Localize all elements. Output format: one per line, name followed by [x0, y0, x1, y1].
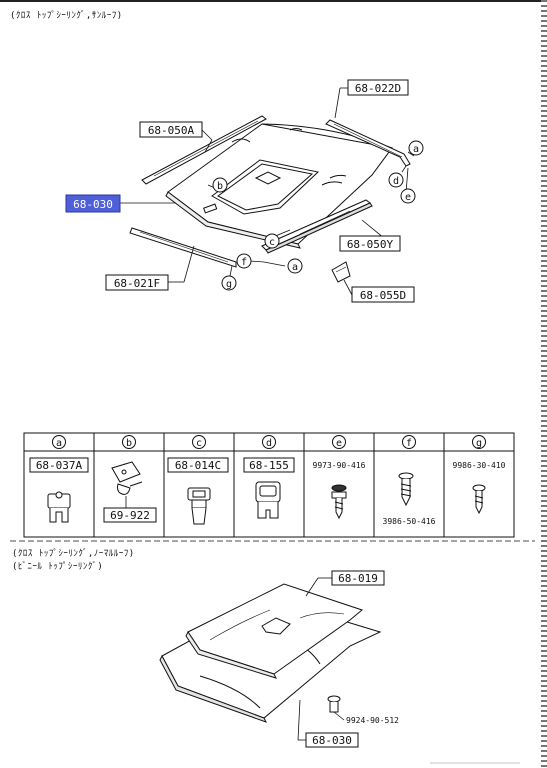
callout-e-upper: e — [400, 188, 416, 204]
svg-text:68-014C: 68-014C — [175, 459, 221, 472]
svg-text:68-037A: 68-037A — [36, 459, 83, 472]
label-050Y: 68-050Y — [339, 235, 401, 252]
table-header-c: c — [192, 435, 206, 449]
cell-g-part-number: 9986-30-410 — [453, 461, 506, 470]
svg-text:a: a — [56, 438, 62, 449]
table-header-a: a — [52, 435, 66, 449]
table-header-e: e — [332, 435, 346, 449]
svg-text:68-055D: 68-055D — [360, 289, 406, 302]
svg-text:f: f — [406, 438, 412, 449]
svg-text:d: d — [266, 438, 272, 449]
svg-text:c: c — [269, 237, 275, 248]
callout-a-upper-right: a — [408, 140, 424, 156]
svg-text:68-022D: 68-022D — [355, 82, 401, 95]
cell-e-part-number: 9973-90-416 — [313, 461, 366, 470]
callout-b-upper: b — [212, 177, 228, 193]
screw-f-drawing — [398, 472, 414, 507]
callout-g-upper: g — [221, 275, 237, 291]
table-header-d: d — [262, 435, 276, 449]
svg-text:68-050A: 68-050A — [148, 124, 195, 137]
svg-text:68-030: 68-030 — [73, 198, 113, 211]
svg-text:68-019: 68-019 — [338, 572, 378, 585]
svg-text:f: f — [241, 257, 247, 268]
table-header-f: f — [402, 435, 416, 449]
callout-a-upper-bottom: a — [287, 258, 303, 274]
label-030-lower: 68-030 — [305, 732, 359, 748]
svg-text:69-922: 69-922 — [110, 509, 150, 522]
svg-text:a: a — [413, 144, 419, 155]
svg-text:c: c — [196, 438, 202, 449]
clip-c-drawing — [187, 487, 211, 525]
fastener-table — [23, 432, 515, 538]
clip-a-drawing — [47, 491, 71, 523]
svg-text:68-050Y: 68-050Y — [347, 238, 394, 251]
rail-050A — [141, 115, 267, 185]
svg-text:68-155: 68-155 — [249, 459, 289, 472]
svg-text:b: b — [126, 438, 132, 449]
page-edge — [541, 0, 547, 768]
rail-021F — [129, 227, 237, 268]
svg-text:d: d — [393, 176, 399, 187]
lower-leader-lines — [297, 577, 345, 741]
svg-text:68-021F: 68-021F — [114, 277, 160, 290]
clip-b-drawing — [111, 461, 143, 495]
label-021F: 68-021F — [105, 274, 169, 291]
cell-c-part-label: 68-014C — [167, 457, 229, 473]
screw-g-drawing — [472, 484, 486, 515]
caption-sunroof: (ｸﾛｽ ﾄｯﾌﾟｼｰﾘﾝｸﾞ,ｻﾝﾙｰﾌ) — [10, 11, 123, 21]
label-bolt: 9924-90-512 — [346, 716, 399, 725]
cell-a-part-label: 68-037A — [29, 457, 89, 473]
label-050A: 68-050A — [139, 121, 203, 138]
table-header-g: g — [472, 435, 486, 449]
normal-headliner-drawing — [159, 583, 382, 723]
svg-text:68-030: 68-030 — [312, 734, 352, 747]
label-055D: 68-055D — [351, 286, 415, 303]
rail-050Y — [261, 199, 373, 254]
svg-text:e: e — [405, 192, 411, 203]
cell-f-part-number: 3986-50-416 — [383, 517, 436, 526]
caption-vinyl: (ﾋﾞﾆｰﾙ ﾄｯﾌﾟｼｰﾘﾝｸﾞ) — [12, 562, 104, 572]
table-header-b: b — [122, 435, 136, 449]
svg-text:g: g — [476, 438, 482, 449]
cell-b-part-label: 69-922 — [103, 507, 157, 523]
screw-e-drawing — [331, 484, 347, 520]
cell-d-part-label: 68-155 — [243, 457, 295, 473]
svg-text:g: g — [226, 279, 232, 290]
label-022D: 68-022D — [347, 79, 409, 96]
top-border — [0, 0, 547, 2]
sunroof-headliner-drawing — [165, 123, 393, 249]
clip-d-drawing — [255, 481, 281, 519]
callout-c-upper: c — [264, 233, 280, 249]
caption-normal-roof: (ｸﾛｽ ﾄｯﾌﾟｼｰﾘﾝｸﾞ,ﾉｰﾏﾙﾙｰﾌ) — [12, 549, 135, 559]
svg-text:b: b — [217, 181, 223, 192]
label-019: 68-019 — [331, 570, 385, 586]
svg-text:e: e — [336, 438, 342, 449]
callout-f-upper: f — [236, 253, 252, 269]
callout-d-upper: d — [388, 172, 404, 188]
label-030-highlighted: 68-030 — [65, 194, 121, 213]
svg-text:a: a — [292, 262, 298, 273]
bracket-055D — [331, 261, 351, 283]
